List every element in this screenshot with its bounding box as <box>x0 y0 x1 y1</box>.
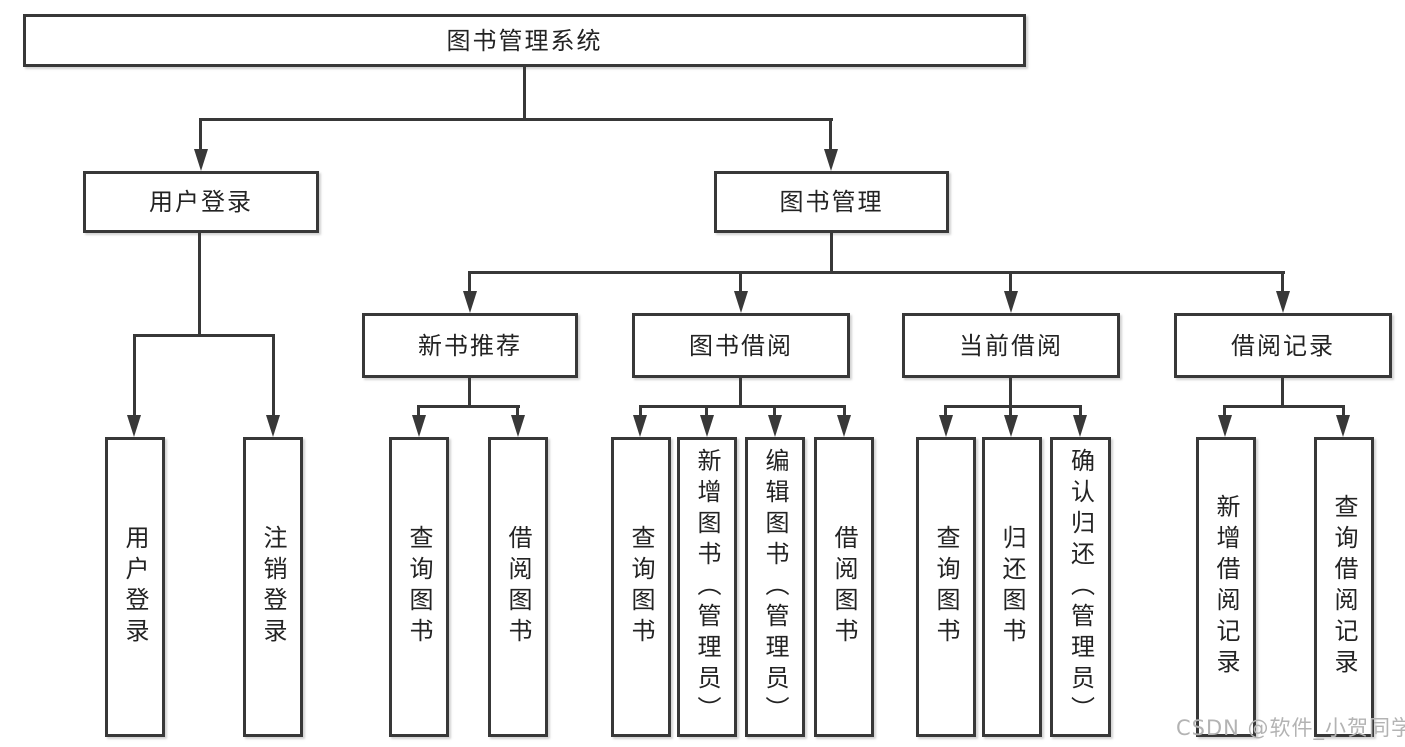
arrow-down-icon <box>700 415 714 437</box>
arrow-down-icon <box>1073 415 1087 437</box>
arrow-down-icon <box>127 415 141 437</box>
leaf-user-login: 用户登录 <box>105 437 165 737</box>
connector-line <box>705 405 708 417</box>
connector-line <box>944 405 947 417</box>
arrow-down-icon <box>194 149 208 171</box>
leaf-newbooks-borrow: 借阅图书 <box>488 437 548 737</box>
leaf-borrowing-query: 查询图书 <box>611 437 671 737</box>
connector-line <box>199 118 202 151</box>
node-book-borrowing: 图书借阅 <box>632 313 850 378</box>
node-user-login: 用户登录 <box>83 171 319 233</box>
leaf-borrowing-borrow: 借阅图书 <box>814 437 874 737</box>
arrow-down-icon <box>734 291 748 313</box>
connector-line <box>199 118 833 121</box>
connector-line <box>1281 378 1284 407</box>
connector-line <box>1342 405 1345 417</box>
connector-line <box>843 405 846 417</box>
leaf-borrowing-add-admin: 新增图书（管理员） <box>677 437 737 737</box>
arrow-down-icon <box>939 415 953 437</box>
connector-line <box>516 405 519 417</box>
connector-line <box>468 271 471 292</box>
connector-line <box>1079 405 1082 417</box>
connector-line <box>1009 405 1012 417</box>
watermark: CSDN @软件_小贺同学 <box>1176 716 1405 740</box>
connector-line <box>1223 405 1226 417</box>
arrow-down-icon <box>633 415 647 437</box>
arrow-down-icon <box>1218 415 1232 437</box>
connector-line <box>739 378 742 407</box>
arrow-down-icon <box>1004 291 1018 313</box>
connector-line <box>133 334 136 416</box>
leaf-newbooks-query: 查询图书 <box>389 437 449 737</box>
connector-line <box>1009 271 1012 292</box>
arrow-down-icon <box>1004 415 1018 437</box>
leaf-records-query: 查询借阅记录 <box>1314 437 1374 737</box>
connector-line <box>468 378 471 407</box>
arrow-down-icon <box>824 149 838 171</box>
leaf-borrowing-edit-admin: 编辑图书（管理员） <box>745 437 805 737</box>
connector-line <box>639 405 846 408</box>
leaf-current-return: 归还图书 <box>982 437 1042 737</box>
connector-line <box>829 118 832 151</box>
leaf-current-query: 查询图书 <box>916 437 976 737</box>
arrow-down-icon <box>463 291 477 313</box>
connector-line <box>272 334 275 416</box>
connector-line <box>1009 378 1012 407</box>
node-book-management: 图书管理 <box>714 171 949 233</box>
connector-line <box>523 67 526 119</box>
connector-line <box>1223 405 1345 408</box>
connector-line <box>739 271 742 292</box>
connector-line <box>773 405 776 417</box>
arrow-down-icon <box>412 415 426 437</box>
connector-line <box>198 233 201 336</box>
leaf-current-confirm-admin: 确认归还（管理员） <box>1050 437 1111 737</box>
leaf-logout: 注销登录 <box>243 437 303 737</box>
arrow-down-icon <box>768 415 782 437</box>
connector-line <box>944 405 1082 408</box>
node-root: 图书管理系统 <box>23 14 1026 67</box>
arrow-down-icon <box>511 415 525 437</box>
connector-line <box>417 405 520 408</box>
connector-line <box>417 405 420 417</box>
connector-line <box>133 334 275 337</box>
leaf-records-add: 新增借阅记录 <box>1196 437 1256 737</box>
arrow-down-icon <box>266 415 280 437</box>
connector-line <box>639 405 642 417</box>
node-new-book-recommend: 新书推荐 <box>362 313 578 378</box>
node-borrowing-records: 借阅记录 <box>1174 313 1392 378</box>
arrow-down-icon <box>1336 415 1350 437</box>
connector-line <box>1281 271 1284 292</box>
arrow-down-icon <box>837 415 851 437</box>
node-current-borrowing: 当前借阅 <box>902 313 1120 378</box>
connector-line <box>830 233 833 273</box>
connector-line <box>468 271 1285 274</box>
arrow-down-icon <box>1276 291 1290 313</box>
